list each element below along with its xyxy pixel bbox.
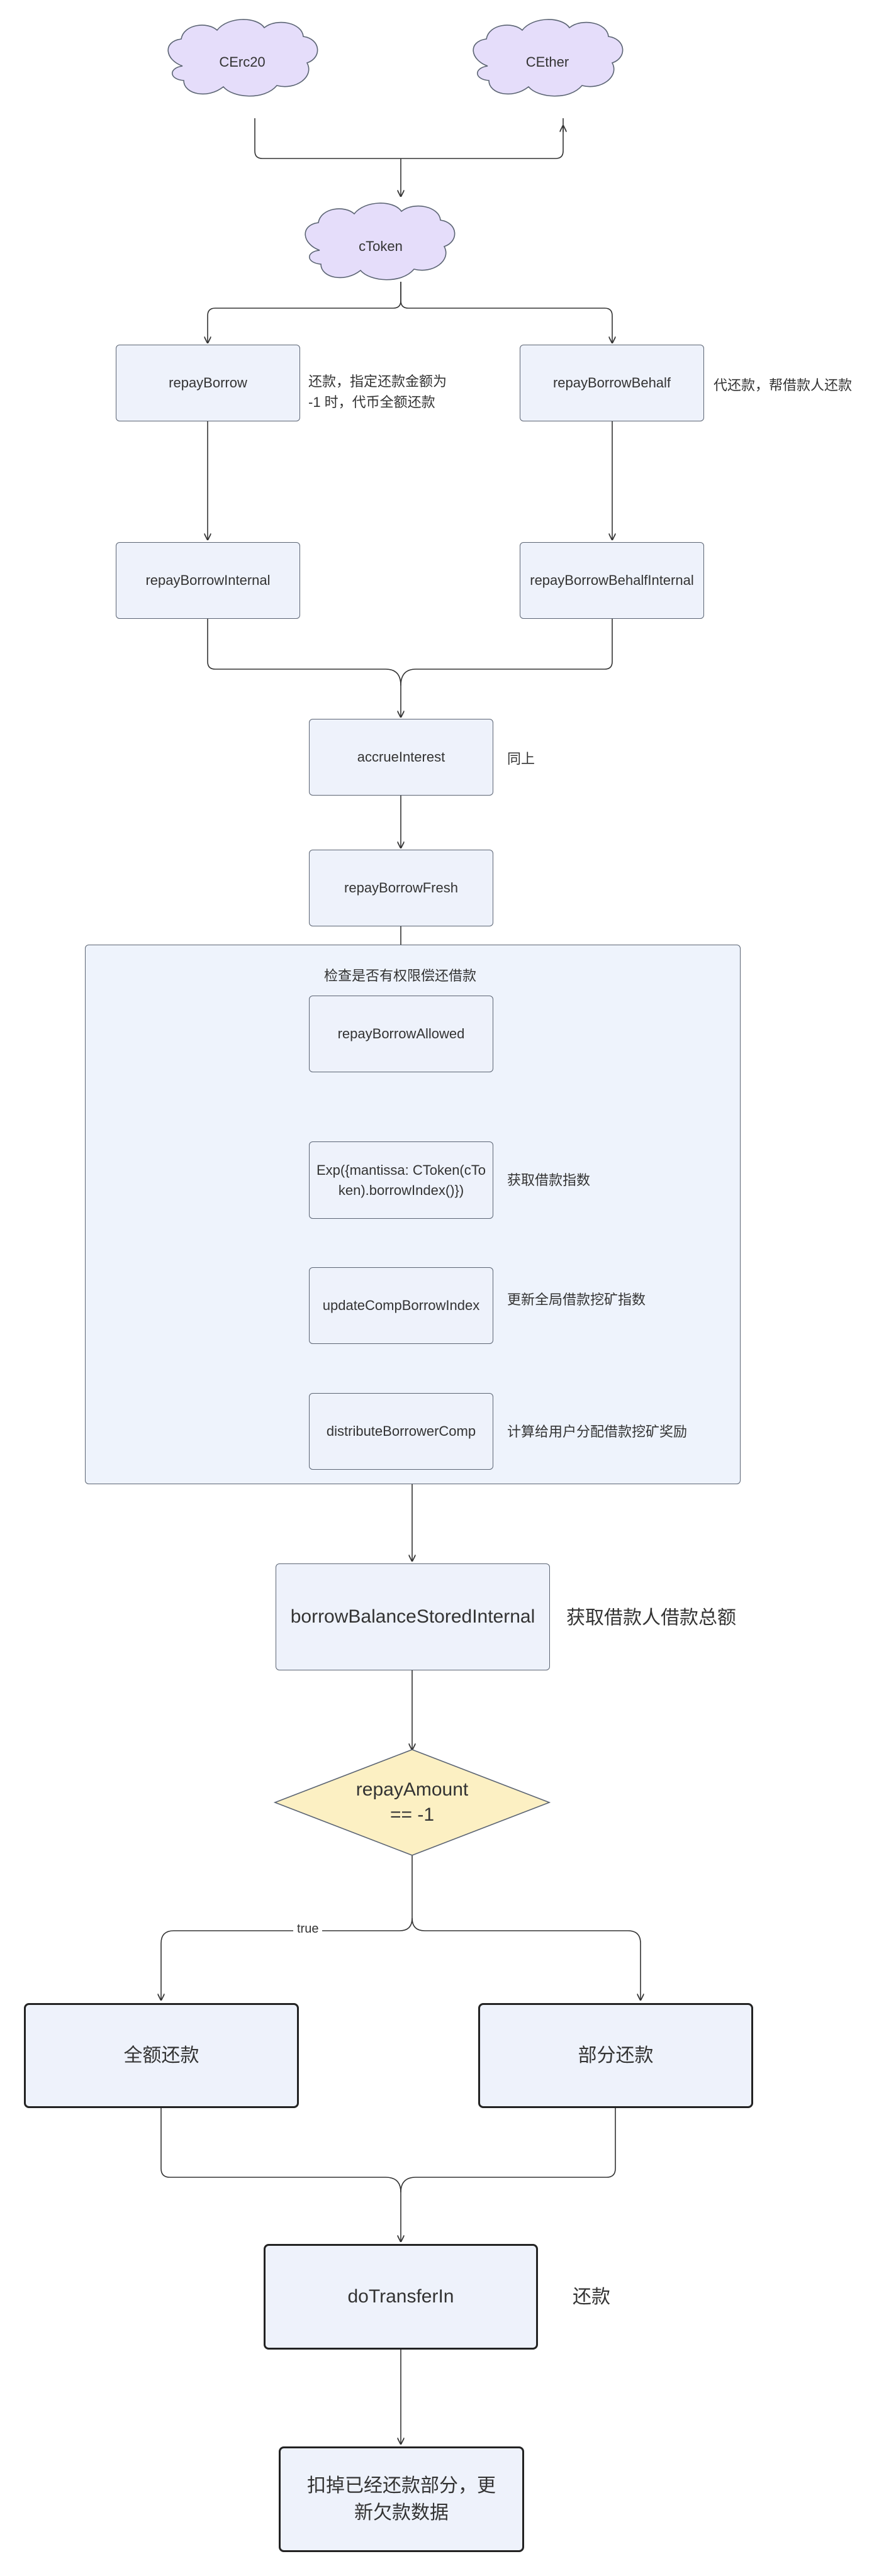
full-repay-node[interactable]: 全额还款 [24,2003,299,2108]
exp-mantissa-note: 获取借款指数 [507,1172,591,1188]
accrue-interest-node[interactable]: accrueInterest [309,719,493,796]
update-comp-borrow-index-node[interactable]: updateCompBorrowIndex [309,1267,493,1344]
repay-borrow-behalf-node[interactable]: repayBorrowBehalf [520,345,704,421]
repay-borrow-allowed-node[interactable]: repayBorrowAllowed [309,996,493,1072]
partial-repay-node[interactable]: 部分还款 [478,2003,753,2108]
exp-mantissa-node[interactable]: Exp({mantissa: CToken(cToken).borrowInde… [309,1141,493,1219]
distribute-borrower-comp-note: 计算给用户分配借款挖矿奖励 [507,1424,688,1440]
borrow-balance-stored-internal-node[interactable]: borrowBalanceStoredInternal [276,1563,550,1670]
distribute-borrower-comp-node[interactable]: distributeBorrowerComp [309,1393,493,1470]
ctoken-label: cToken [359,238,403,254]
do-transfer-in-note: 还款 [573,2287,610,2307]
decision-label: repayAmount == -1 [356,1779,469,1826]
repay-borrow-behalf-note: 代还款，帮借款人还款 [714,377,853,393]
decision-diamond [273,1749,551,1856]
repay-borrow-note: 还款，指定还款金额为 -1 时，代币全额还款 [308,374,447,410]
repay-borrow-internal-node[interactable]: repayBorrowInternal [116,542,300,619]
container-title: 检查是否有权限偿还借款 [324,968,477,984]
repay-borrow-node[interactable]: repayBorrow [116,345,300,421]
repay-borrow-fresh-node[interactable]: repayBorrowFresh [309,850,493,926]
cloud-cether [473,19,624,97]
cloud-ctoken [305,203,456,280]
update-comp-borrow-index-note: 更新全局借款挖矿指数 [507,1292,646,1307]
accrue-interest-note: 同上 [507,751,535,767]
do-transfer-in-node[interactable]: doTransferIn [264,2244,538,2350]
cloud-cerc20 [167,19,318,97]
cether-label: CEther [525,54,569,70]
true-edge-label: true [293,1922,323,1936]
cerc20-label: CErc20 [219,54,266,70]
repay-borrow-behalf-internal-node[interactable]: repayBorrowBehalfInternal [520,542,704,619]
final-step-node[interactable]: 扣掉已经还款部分，更新欠款数据 [279,2446,524,2552]
borrow-balance-stored-internal-note: 获取借款人借款总额 [566,1607,736,1628]
